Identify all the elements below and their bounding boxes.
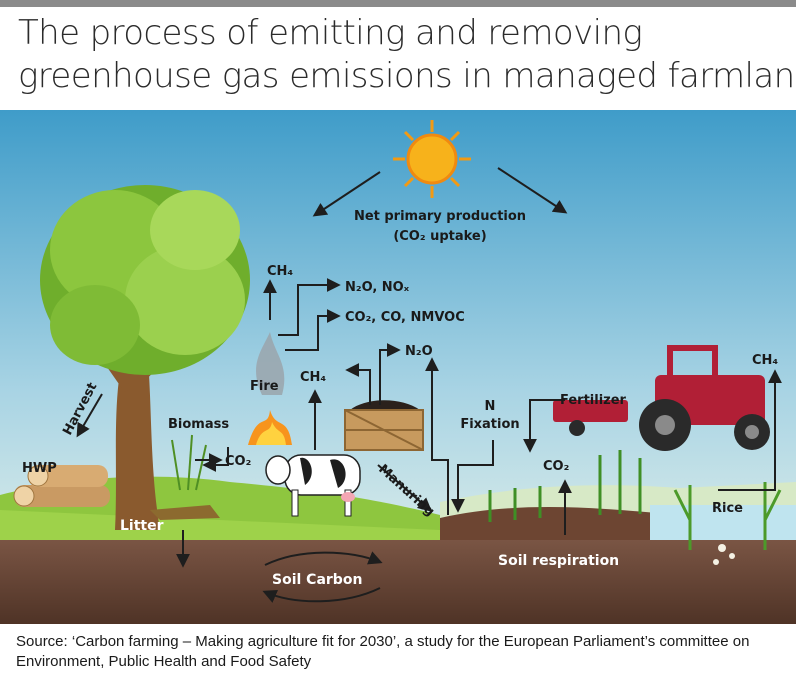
co2-co-nmvoc-label: CO₂, CO, NMVOC bbox=[345, 310, 465, 325]
ploughed-soil bbox=[440, 507, 680, 540]
arrow-manure-ch4 bbox=[345, 363, 371, 405]
soil bbox=[0, 540, 796, 624]
co2-soil-label: CO₂ bbox=[543, 459, 569, 474]
n-fixation-label-line-2: Fixation bbox=[460, 417, 519, 432]
arrow-manure-n2o bbox=[379, 343, 401, 405]
farmland-diagram: Net primary production (CO₂ uptake) CH₄ … bbox=[0, 110, 796, 624]
title-line-1: The process of emitting and removing bbox=[18, 13, 643, 53]
arrow-soil-carbon-bottom bbox=[262, 587, 381, 603]
n2o-manure-label: N₂O bbox=[405, 344, 433, 359]
arrow-fire-n2o bbox=[278, 278, 341, 336]
soil-respiration-label: Soil respiration bbox=[498, 553, 619, 569]
top-bar bbox=[0, 0, 796, 7]
arrow-harvest bbox=[76, 393, 103, 438]
fire-label: Fire bbox=[250, 379, 279, 394]
crop-seedlings-icon bbox=[488, 450, 642, 522]
rice-label: Rice bbox=[712, 501, 743, 516]
grass-edge bbox=[0, 510, 440, 542]
harvested-wood-logs-icon bbox=[13, 465, 110, 507]
sun-icon bbox=[393, 120, 471, 198]
diagram-canvas: Net primary production (CO₂ uptake) CH₄ … bbox=[0, 110, 796, 624]
arrow-soil-carbon-top bbox=[264, 551, 383, 566]
cow-icon bbox=[265, 454, 361, 517]
fire-icon bbox=[248, 332, 292, 445]
soil-carbon-label: Soil Carbon bbox=[272, 572, 362, 588]
n-fixation-label-line-1: N bbox=[485, 399, 496, 414]
ch4-cow-label: CH₄ bbox=[300, 370, 326, 385]
hwp-label: HWP bbox=[22, 461, 57, 476]
rice-paddy-water bbox=[650, 505, 796, 540]
tractor-icon bbox=[553, 345, 770, 451]
arrow-manuring bbox=[377, 464, 433, 512]
litter-label: Litter bbox=[120, 518, 164, 534]
ch4-fire-label: CH₄ bbox=[267, 264, 293, 279]
npp-label-line-2: (CO₂ uptake) bbox=[393, 229, 486, 244]
rice-plants-icon bbox=[673, 482, 782, 550]
manure-crate-icon bbox=[344, 400, 424, 451]
source-citation: Source: ‘Carbon farming – Making agricul… bbox=[16, 633, 750, 670]
rice-bubbles-icon bbox=[713, 544, 735, 565]
tree-icon bbox=[40, 185, 250, 530]
arrow-soil-n2o bbox=[425, 357, 449, 515]
arrow-fire-co2 bbox=[285, 309, 341, 351]
title-line-2: greenhouse gas emissions in managed farm… bbox=[18, 56, 796, 96]
co2-biomass-label: CO₂ bbox=[225, 454, 251, 469]
page-title: The process of emitting and removing gre… bbox=[18, 12, 796, 98]
n2o-nox-label: N₂O, NOₓ bbox=[345, 280, 410, 295]
litter-icon bbox=[150, 505, 220, 520]
npp-label-line-1: Net primary production bbox=[354, 209, 526, 224]
arrow-n-fixation bbox=[451, 440, 494, 513]
npp-arrow-left bbox=[312, 171, 381, 217]
grass-tufts-icon bbox=[171, 434, 207, 491]
arrow-fertilizer bbox=[523, 399, 565, 453]
biomass-label: Biomass bbox=[168, 417, 229, 432]
ch4-rice-label: CH₄ bbox=[752, 353, 778, 368]
npp-arrow-right bbox=[497, 167, 568, 214]
fertilizer-label: Fertilizer bbox=[560, 393, 627, 408]
arrow-rice-ch4 bbox=[718, 369, 782, 491]
